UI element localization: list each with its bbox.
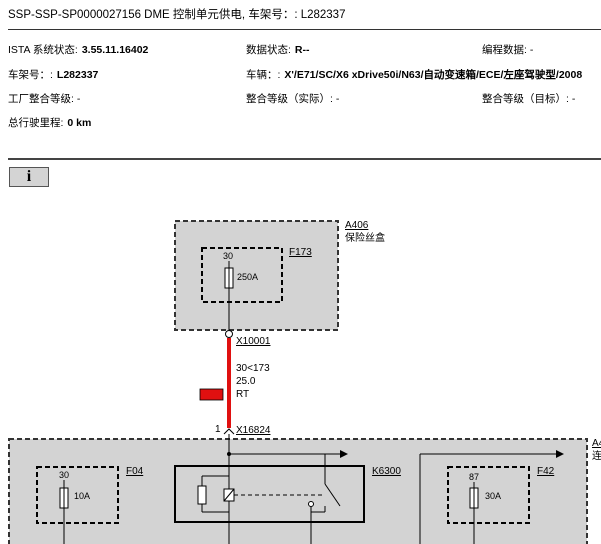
mileage-info: 总行驶里程:0 km: [8, 115, 91, 130]
vin-label: 车架号：:: [8, 69, 53, 81]
a406-link[interactable]: A406: [345, 220, 369, 231]
f42-rating: 30A: [485, 491, 501, 501]
page-title: SSP-SSP-SP0000027156 DME 控制单元供电, 车架号：: L…: [8, 9, 346, 21]
ista-status: ISTA 系统状态:3.55.11.16402: [8, 42, 148, 57]
k6300-link[interactable]: K6300: [372, 466, 401, 477]
mileage-label: 总行驶里程:: [8, 117, 64, 129]
info-icon: i: [26, 168, 32, 185]
fuse-f04-box: [36, 466, 119, 524]
x16824-connector: [223, 428, 235, 435]
relay-resistor-symbol: [197, 485, 207, 505]
relay-k6300-box: [174, 465, 365, 523]
bus-f42-arrow-icon: [556, 450, 564, 458]
wire-spec-color: RT: [236, 389, 249, 400]
wire-spec-circuit: 30<173: [236, 363, 270, 374]
data-status-value: R--: [294, 44, 310, 56]
relay-output-terminal: [308, 501, 314, 507]
a406-description: 保险丝盒: [345, 231, 385, 244]
actual-integration-level: 整合等级（实际）: -: [246, 93, 340, 105]
f173-rating: 250A: [237, 272, 258, 282]
info-button[interactable]: i: [9, 167, 49, 187]
section-divider: [8, 158, 601, 160]
x10001-connector: [225, 330, 233, 338]
f04-pin-label: 30: [59, 470, 69, 480]
data-status: 数据状态:R--: [246, 42, 310, 57]
f42-link[interactable]: F42: [537, 466, 555, 477]
fuse-f42-box: [447, 466, 530, 524]
factory-integration-level: 工厂整合等级: -: [8, 93, 81, 105]
x16824-link[interactable]: X16824: [236, 425, 271, 436]
x10001-link[interactable]: X10001: [236, 336, 271, 347]
wire-color-swatch: [199, 388, 224, 401]
ista-status-value: 3.55.11.16402: [81, 44, 149, 56]
vehicle-value: X'/E71/SC/X6 xDrive50i/N63/自动变速箱/ECE/左座驾…: [284, 69, 583, 81]
vin-value: L282337: [56, 69, 99, 81]
bus-arrow-icon: [340, 450, 348, 458]
mileage-value: 0 km: [67, 117, 92, 129]
vehicle-info: 车辆：:X'/E71/SC/X6 xDrive50i/N63/自动变速箱/ECE…: [246, 67, 601, 82]
fuse-f173-box: [201, 247, 283, 303]
vehicle-label: 车辆：:: [246, 69, 281, 81]
distribution-box-a4: [8, 438, 588, 544]
relay-switch-contact: [324, 483, 341, 507]
f173-link[interactable]: F173: [289, 247, 312, 258]
vin-info: 车架号：:L282337: [8, 67, 98, 82]
f04-rating: 10A: [74, 491, 90, 501]
relay-coil-diagonal: [223, 488, 235, 502]
header-divider: [8, 29, 601, 30]
target-integration-level: 整合等级（目标）: -: [482, 93, 576, 105]
x16824-pin-label: 1: [215, 424, 221, 435]
wire-spec-gauge: 25.0: [236, 376, 256, 387]
data-status-label: 数据状态:: [246, 44, 291, 56]
f04-link[interactable]: F04: [126, 466, 144, 477]
ista-status-label: ISTA 系统状态:: [8, 44, 78, 56]
f42-pin-label: 87: [469, 472, 479, 482]
f173-pin-label: 30: [223, 251, 233, 261]
a4-link[interactable]: A4: [592, 438, 601, 449]
programming-data: 编程数据: -: [482, 44, 534, 56]
a4-description: 连: [592, 449, 601, 462]
